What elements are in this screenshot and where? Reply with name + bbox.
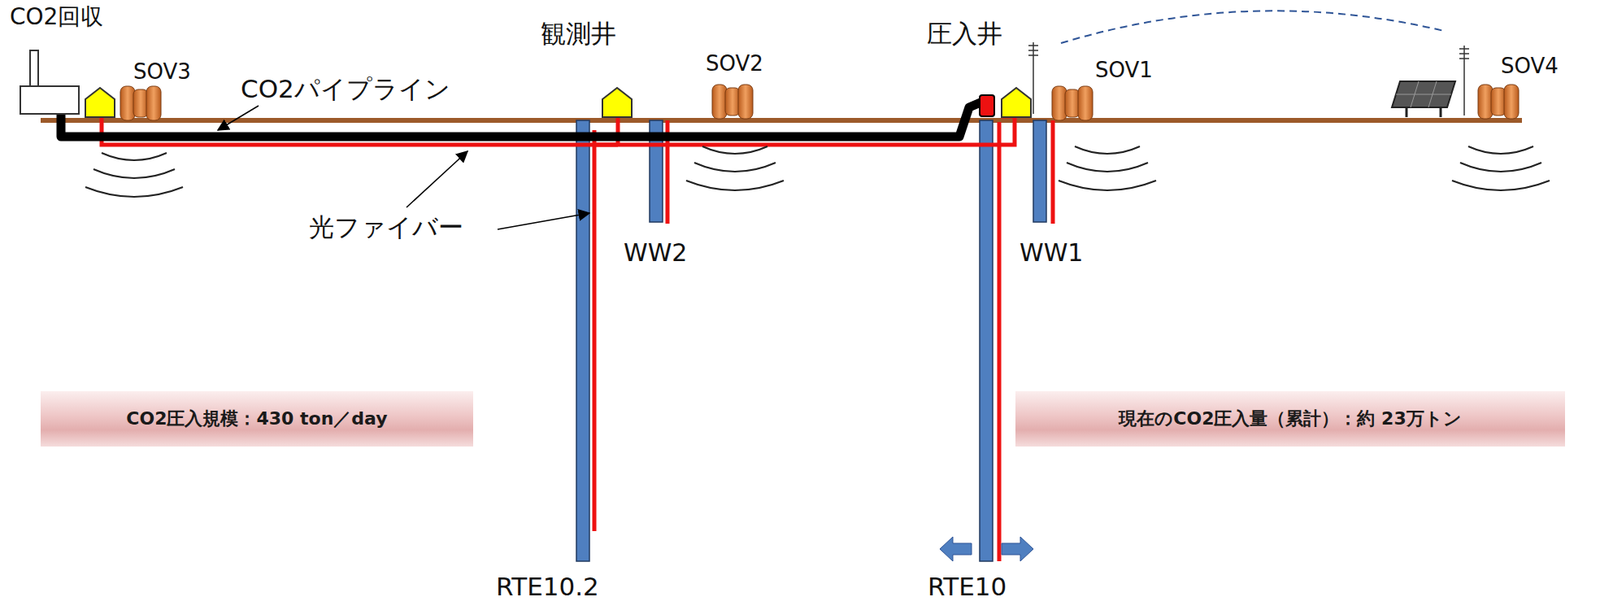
well-label: 観測井 <box>540 19 617 48</box>
pipeline-label: CO2パイプライン <box>240 74 451 103</box>
sensor-label: SOV2 <box>705 52 764 76</box>
info-band: CO2圧入規模：430 ton／day <box>40 391 474 447</box>
info-band: 現在のCO2圧入量（累計）：約 23万トン <box>1015 391 1566 447</box>
sensor-label: SOV4 <box>1500 54 1559 79</box>
well-name: RTE10.2 <box>495 572 600 600</box>
sensor-label: SOV3 <box>133 60 192 84</box>
facility-label: CO2回収 <box>9 4 104 31</box>
well-name: RTE10 <box>927 572 1007 600</box>
well-name: WW2 <box>623 239 687 266</box>
sensor-label: SOV1 <box>1095 58 1153 83</box>
well-label: 圧入井 <box>926 19 1003 48</box>
fiber-label: 光ファイバー <box>308 213 464 241</box>
band-text: 現在のCO2圧入量（累計）：約 23万トン <box>1118 406 1461 431</box>
well-name: WW1 <box>1019 239 1083 266</box>
band-text: CO2圧入規模：430 ton／day <box>126 406 387 431</box>
